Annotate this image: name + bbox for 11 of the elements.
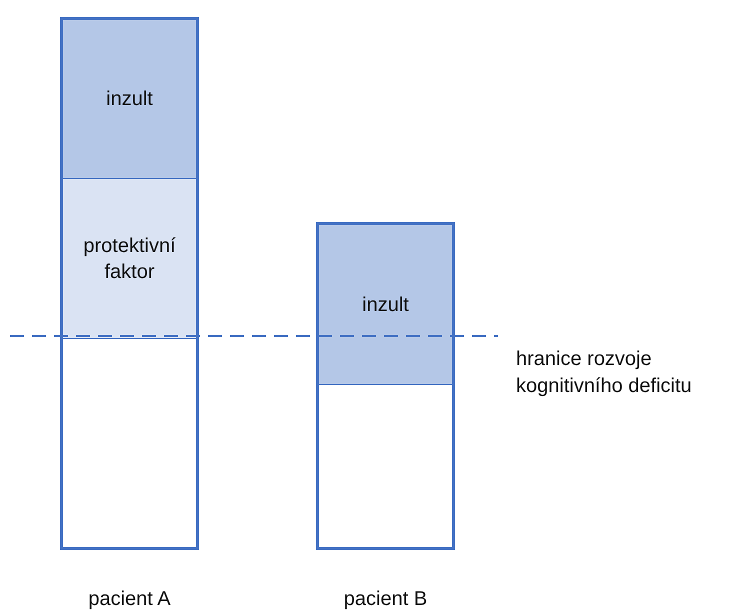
segment-label: protektivní faktor [82,234,177,284]
segment-label: inzult [105,87,154,112]
bar-caption: pacient B [342,587,428,612]
bar-segment [63,179,196,339]
segment-label: inzult [361,292,410,318]
threshold-label: hranice rozvoje kognitivního deficitu [516,347,693,399]
bar-segment [63,20,196,179]
stacked-bar [60,17,199,550]
bar-segment [319,225,452,385]
bar-caption: pacient A [87,587,172,612]
stacked-bar [316,222,455,550]
